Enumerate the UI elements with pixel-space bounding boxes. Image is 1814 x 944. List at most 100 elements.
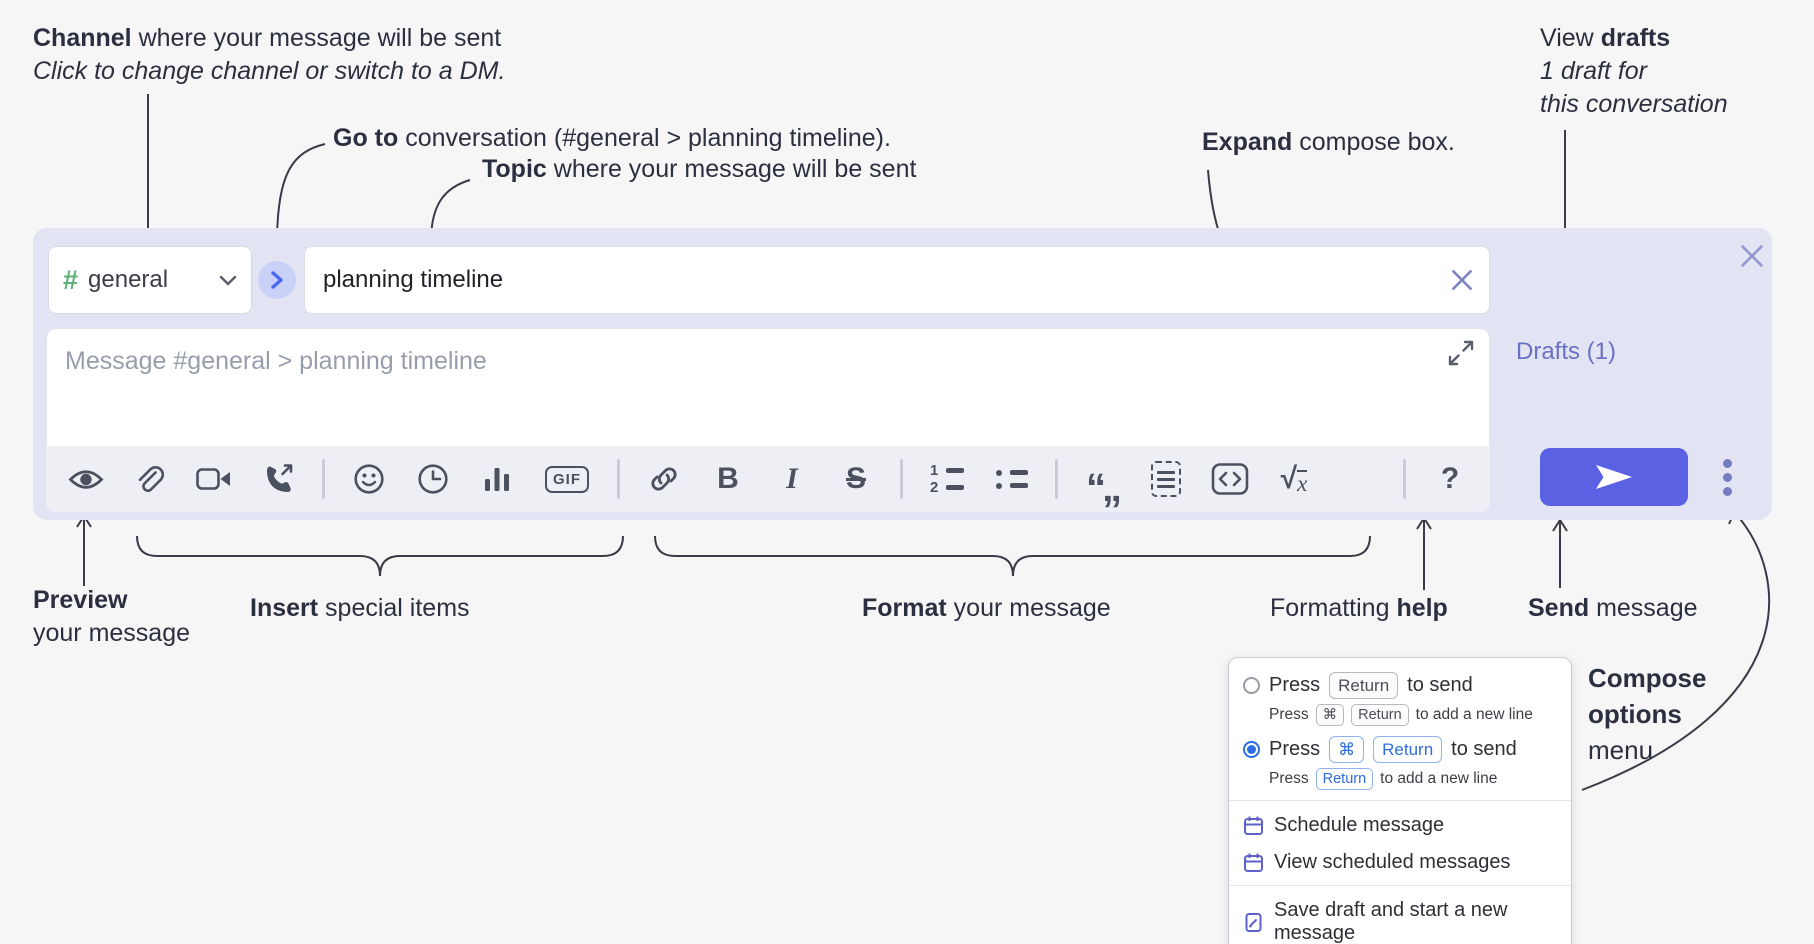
message-placeholder: Message #general > planning timeline [65, 347, 487, 375]
menu-item-save-draft[interactable]: Save draft and start a new message [1243, 892, 1557, 944]
option1-sub-suffix: to add a new line [1415, 706, 1533, 723]
dot-icon [1722, 486, 1732, 496]
annotation-insert: Insert special items [250, 592, 470, 625]
return-keycap: Return [1351, 704, 1409, 726]
gif-label: GIF [545, 465, 589, 493]
return-keycap: Return [1329, 672, 1399, 699]
attach-file-icon[interactable] [130, 456, 170, 502]
emoji-icon[interactable] [349, 456, 389, 502]
annotation-compose-options-line3: menu [1588, 735, 1654, 765]
option1-suffix: to send [1407, 674, 1473, 696]
draft-document-icon [1245, 912, 1262, 932]
annotation-topic-bold: Topic [482, 155, 547, 183]
annotation-insert-bold: Insert [250, 594, 319, 622]
go-to-conversation-button[interactable] [258, 261, 296, 299]
format-brace [654, 535, 1371, 577]
return-keycap-blue: Return [1373, 736, 1443, 763]
chevron-right-icon [271, 271, 283, 289]
send-button[interactable] [1540, 448, 1688, 506]
expand-compose-button[interactable] [1447, 339, 1477, 369]
annotation-compose-options-line2: options [1588, 699, 1682, 729]
strikethrough-icon[interactable]: S [836, 456, 876, 502]
compose-options-button[interactable] [1715, 454, 1739, 500]
radio-selected-icon[interactable] [1243, 741, 1260, 758]
annotation-compose-options-line1: Compose [1588, 663, 1707, 693]
menu-item-label: Schedule message [1274, 814, 1445, 836]
menu-item-view-scheduled-messages[interactable]: View scheduled messages [1243, 844, 1557, 881]
annotation-preview-line2: your message [33, 619, 191, 647]
send-icon [1596, 465, 1632, 489]
compose-options-popup: Press Return to send Press ⌘ Return to a… [1228, 657, 1572, 944]
send-leader-arrow [1552, 518, 1568, 588]
formatting-help-icon[interactable]: ? [1430, 456, 1470, 502]
quote-icon[interactable]: “„ [1082, 456, 1122, 508]
annotation-channel-line2: Click to change channel or switch to a D… [33, 57, 506, 85]
toolbar-divider [617, 459, 620, 499]
code-icon[interactable] [1210, 456, 1250, 502]
dot-icon [1722, 472, 1732, 482]
send-shortcut-option2-subtext: Press Return to add a new line [1269, 768, 1557, 790]
calendar-icon [1244, 853, 1263, 872]
annotation-topic-rest: where your message will be sent [546, 155, 917, 183]
annotation-view-drafts-bold: drafts [1600, 24, 1671, 52]
numbered-list-2: 2 [930, 478, 939, 496]
bold-glyph: B [717, 462, 739, 495]
gif-icon[interactable]: GIF [541, 456, 593, 502]
numbered-list-1: 1 [930, 461, 939, 479]
dot-icon [1722, 458, 1732, 468]
compose-toolbar: GIF B I S 1 2 “„ [46, 446, 1490, 512]
close-icon [1741, 245, 1763, 267]
close-compose-button[interactable] [1738, 242, 1766, 270]
bold-icon[interactable]: B [708, 456, 748, 502]
cmd-keycap: ⌘ [1315, 704, 1345, 726]
annotation-expand: Expand compose box. [1202, 126, 1455, 159]
expand-icon [1448, 340, 1474, 366]
popup-separator [1229, 800, 1571, 801]
voice-call-icon[interactable] [258, 456, 298, 502]
math-icon[interactable]: √x [1274, 456, 1314, 502]
poll-icon[interactable] [477, 456, 517, 502]
annotation-preview: Preview your message [33, 584, 190, 650]
preview-icon[interactable] [66, 456, 106, 502]
menu-item-schedule-message[interactable]: Schedule message [1243, 807, 1557, 844]
menu-item-label: View scheduled messages [1274, 851, 1511, 873]
channel-picker[interactable]: # general [48, 246, 252, 314]
radio-unselected-icon[interactable] [1243, 677, 1260, 694]
spoiler-icon[interactable] [1146, 456, 1186, 502]
option1-sub-press: Press [1269, 706, 1309, 723]
message-textarea[interactable]: Message #general > planning timeline [46, 328, 1490, 446]
italic-icon[interactable]: I [772, 456, 812, 502]
preview-leader-arrow [76, 514, 92, 586]
option2-sub-suffix: to add a new line [1380, 770, 1498, 787]
cmd-keycap-blue: ⌘ [1329, 736, 1365, 763]
send-shortcut-option-return[interactable]: Press Return to send [1243, 672, 1557, 699]
toolbar-divider [1403, 459, 1406, 499]
bulleted-list-icon[interactable] [991, 456, 1031, 502]
annotation-format-bold: Format [862, 594, 947, 622]
topic-input[interactable] [304, 246, 1490, 314]
numbered-list-icon[interactable]: 1 2 [927, 456, 967, 502]
annotation-topic: Topic where your message will be sent [482, 153, 916, 186]
insert-brace [136, 535, 624, 577]
annotation-format: Format your message [862, 592, 1111, 625]
help-glyph: ? [1440, 462, 1460, 495]
math-x: x [1297, 470, 1308, 496]
close-icon [1452, 270, 1472, 290]
send-shortcut-option1-subtext: Press ⌘ Return to add a new line [1269, 704, 1557, 726]
calendar-icon [1244, 816, 1263, 835]
compose-box: # general Message #general > planning ti… [33, 228, 1772, 520]
annotation-channel-bold: Channel [33, 24, 132, 52]
return-keycap-blue: Return [1315, 768, 1374, 790]
drafts-link[interactable]: Drafts (1) [1516, 338, 1617, 365]
video-call-icon[interactable] [194, 456, 234, 502]
link-icon[interactable] [644, 456, 684, 502]
send-shortcut-option-cmd-return[interactable]: Press ⌘ Return to send [1243, 736, 1557, 763]
time-icon[interactable] [413, 456, 453, 502]
topic-clear-button[interactable] [1448, 266, 1476, 294]
option2-press: Press [1269, 738, 1321, 760]
annotation-insert-rest: special items [318, 594, 470, 622]
channel-hash-icon: # [63, 264, 79, 295]
annotation-view-drafts-line2: 1 draft for [1540, 57, 1647, 85]
annotation-expand-rest: compose box. [1292, 128, 1455, 156]
